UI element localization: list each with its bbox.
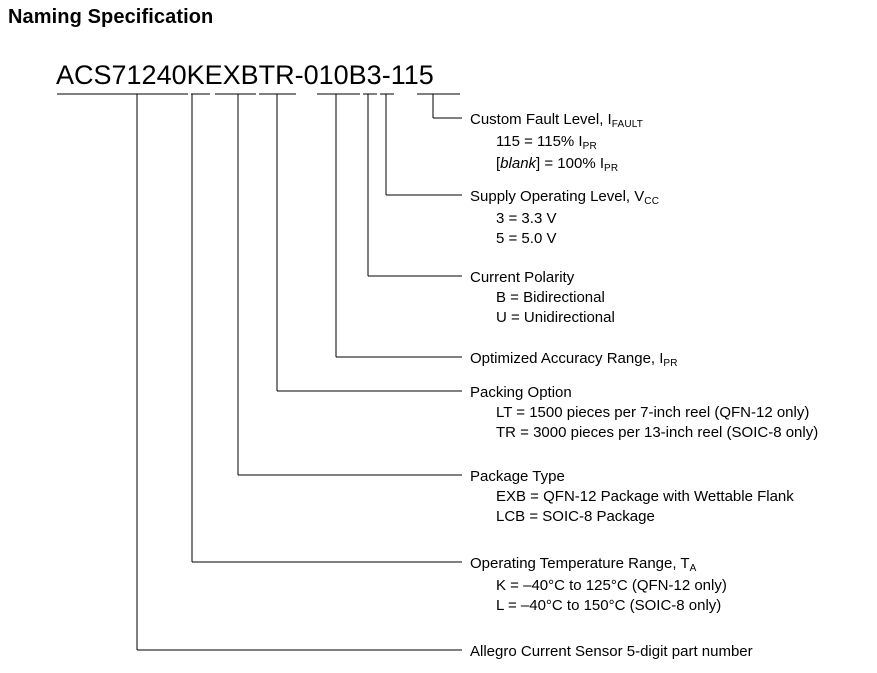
- annotation-base-part-number: Allegro Current Sensor 5-digit part numb…: [470, 642, 753, 662]
- annotation-option: 5 = 5.0 V: [496, 230, 557, 247]
- annotation-option: 3 = 3.3 V: [496, 210, 557, 227]
- annotation-operating-temperature-range: Operating Temperature Range, TA K = –40°…: [470, 554, 727, 616]
- part-number-string: ACS71240KEXBTR-010B3-115: [56, 60, 434, 91]
- annotation-option: B = Bidirectional: [496, 289, 605, 306]
- annotation-packing-option: Packing Option LT = 1500 pieces per 7-in…: [470, 383, 818, 443]
- annotation-option: L = –40°C to 150°C (SOIC-8 only): [496, 597, 722, 614]
- subscript: FAULT: [611, 119, 644, 130]
- annotation-current-polarity: Current Polarity B = Bidirectional U = U…: [470, 268, 615, 328]
- annotation-heading: Current Polarity: [470, 269, 575, 286]
- subscript: CC: [644, 196, 660, 207]
- annotation-option: 115 = 115% IPR: [496, 133, 597, 152]
- part-number-prefix: ACS71240KEXBTR: [56, 60, 295, 90]
- annotation-option: EXB = QFN-12 Package with Wettable Flank: [496, 488, 794, 505]
- subscript: A: [689, 563, 697, 574]
- annotation-custom-fault-level: Custom Fault Level, IFAULT 115 = 115% IP…: [470, 110, 643, 176]
- annotation-option: TR = 3000 pieces per 13-inch reel (SOIC-…: [496, 424, 819, 441]
- annotation-heading: Allegro Current Sensor 5-digit part numb…: [470, 643, 753, 660]
- page-title: Naming Specification: [8, 6, 214, 28]
- annotation-option: [blank] = 100% IPR: [496, 155, 619, 174]
- annotation-optimized-accuracy-range: Optimized Accuracy Range, IPR: [470, 349, 678, 371]
- annotation-package-type: Package Type EXB = QFN-12 Package with W…: [470, 467, 794, 527]
- part-number-suffix: 115: [390, 60, 434, 90]
- annotation-heading: Operating Temperature Range, TA: [470, 555, 697, 574]
- annotation-heading: Package Type: [470, 468, 565, 485]
- part-number-dash-2: -: [381, 60, 391, 90]
- annotation-heading: Optimized Accuracy Range, IPR: [470, 350, 678, 369]
- annotation-heading: Custom Fault Level, IFAULT: [470, 111, 644, 130]
- annotation-option: LT = 1500 pieces per 7-inch reel (QFN-12…: [496, 404, 810, 421]
- annotation-heading: Supply Operating Level, VCC: [470, 188, 660, 207]
- subscript: PR: [663, 358, 678, 369]
- italic-token: blank: [500, 155, 537, 172]
- annotation-option: LCB = SOIC-8 Package: [496, 508, 655, 525]
- subscript: PR: [582, 141, 597, 152]
- part-number-dash-1: -: [294, 60, 304, 90]
- annotation-option: K = –40°C to 125°C (QFN-12 only): [496, 577, 727, 594]
- annotation-supply-operating-level: Supply Operating Level, VCC 3 = 3.3 V 5 …: [470, 187, 659, 249]
- subscript: PR: [604, 163, 619, 174]
- part-number-mid: 010B3: [303, 60, 382, 90]
- annotation-option: U = Unidirectional: [496, 309, 615, 326]
- annotation-heading: Packing Option: [470, 384, 572, 401]
